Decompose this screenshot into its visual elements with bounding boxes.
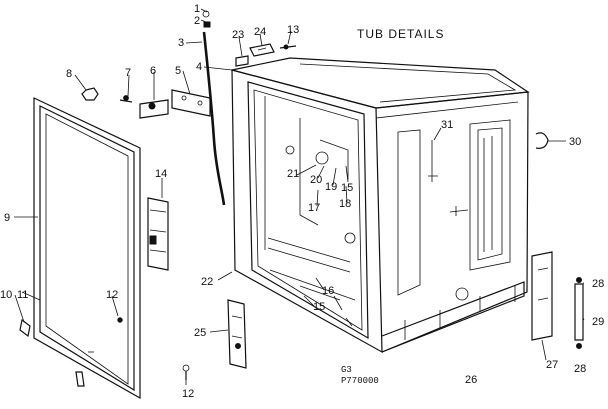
caption-number: P770000: [341, 376, 379, 386]
callout-12-a: 12: [106, 289, 118, 301]
callout-28-b: 28: [574, 363, 586, 375]
screw-part-12-a: [117, 317, 123, 323]
callout-numbers: 1 2 3 4 5 6 7 8 9 10 11 12 12 13 14 15 1…: [0, 3, 604, 400]
door-gasket: [33, 97, 141, 400]
callout-3: 3: [178, 37, 184, 49]
clip-part-13: [279, 44, 297, 50]
latch-part-14: [147, 197, 169, 271]
tub-body: [231, 57, 549, 354]
callout-7: 7: [125, 67, 131, 79]
callout-1: 1: [194, 3, 200, 15]
clip-bottom: [75, 351, 94, 387]
screw-part-12-b: [182, 364, 190, 380]
callout-30: 30: [569, 136, 581, 148]
door-switch-part-25: [227, 299, 247, 369]
callout-15-a: 15: [341, 182, 353, 194]
callout-24: 24: [254, 26, 266, 38]
clip-part-23: [235, 55, 249, 67]
callout-10: 10: [0, 289, 12, 301]
callout-31: 31: [441, 119, 453, 131]
hinge-part-6: [139, 99, 169, 119]
callout-19: 19: [325, 181, 337, 193]
rod-part-29: [574, 277, 584, 349]
callout-9: 9: [4, 212, 10, 224]
callout-2: 2: [194, 15, 200, 27]
callout-27: 27: [546, 359, 558, 371]
callout-18: 18: [339, 198, 351, 210]
clip-part-24: [249, 43, 275, 57]
callout-4: 4: [196, 61, 202, 73]
callout-6: 6: [150, 65, 156, 77]
nut-part-8: [81, 87, 99, 101]
callout-12-b: 12: [182, 388, 194, 400]
callout-14: 14: [155, 168, 167, 180]
callout-17: 17: [308, 202, 320, 214]
callout-26: 26: [465, 374, 477, 386]
bracket-part-5: [171, 89, 211, 117]
callout-29: 29: [592, 316, 604, 328]
caption-code: G3: [341, 365, 352, 375]
callout-25: 25: [194, 327, 206, 339]
callout-23: 23: [232, 29, 244, 41]
callout-21: 21: [287, 168, 299, 180]
drain-hose: [202, 10, 226, 206]
callout-20: 20: [310, 174, 322, 186]
callout-11: 11: [17, 289, 28, 301]
callout-22: 22: [201, 276, 213, 288]
callout-8: 8: [66, 68, 72, 80]
screw-part-7: [119, 95, 133, 103]
callout-15-b: 15: [313, 301, 325, 313]
callout-13: 13: [287, 24, 299, 36]
clip-part-10: [19, 318, 31, 338]
callout-28-a: 28: [592, 278, 604, 290]
bracket-part-27: [531, 251, 553, 341]
leader-lines: [14, 8, 585, 385]
diagram-title: TUB DETAILS: [357, 27, 444, 41]
callout-5: 5: [175, 65, 181, 77]
callout-16: 16: [322, 285, 334, 297]
